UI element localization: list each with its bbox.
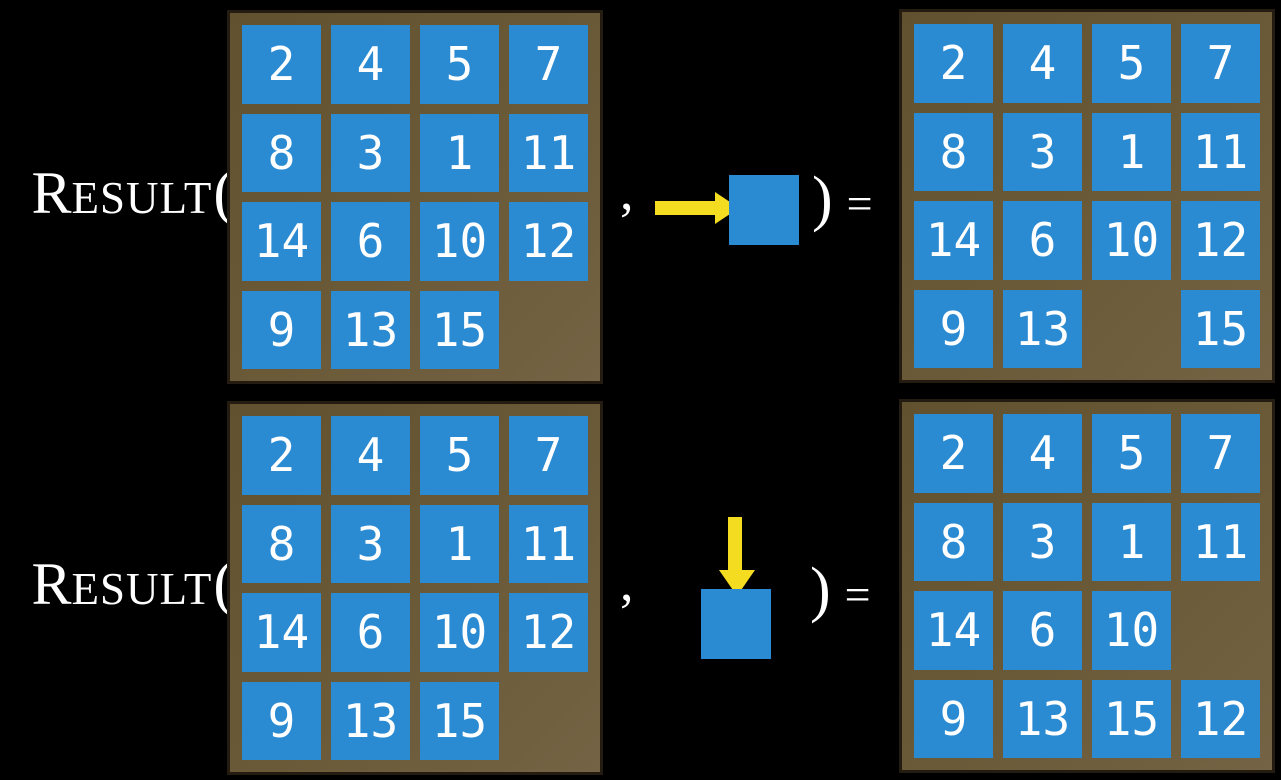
puzzle-tile: 11 [509, 113, 588, 192]
puzzle-tile: 1 [1092, 112, 1171, 191]
puzzle-tile: 13 [1003, 289, 1082, 368]
close-paren-equals: )= [810, 559, 871, 621]
puzzle-tile: 6 [1003, 201, 1082, 280]
puzzle-tile: 4 [1003, 24, 1082, 103]
result-function-label: RESULT( [18, 553, 234, 615]
puzzle-tile: 14 [242, 202, 321, 281]
puzzle-tile: 2 [914, 414, 993, 493]
result-function-label: RESULT( [18, 162, 234, 224]
action-tile-square [729, 175, 799, 245]
blank-cell [509, 682, 588, 761]
puzzle-tile: 9 [242, 681, 321, 760]
puzzle-tile: 6 [331, 593, 410, 672]
puzzle-tile: 4 [331, 25, 410, 104]
puzzle-tile: 11 [1181, 502, 1260, 581]
puzzle-tile: 13 [331, 681, 410, 760]
function-name-initial: R [31, 160, 72, 226]
puzzle-tile: 15 [420, 290, 499, 369]
function-name-rest: ESULT [71, 173, 213, 223]
comma-separator: , [620, 161, 634, 221]
puzzle-tile: 5 [1092, 24, 1171, 103]
puzzle-tile: 8 [914, 112, 993, 191]
puzzle-tile: 4 [331, 416, 410, 495]
puzzle-tile: 2 [242, 25, 321, 104]
puzzle-tile: 5 [420, 25, 499, 104]
puzzle-tile: 12 [509, 202, 588, 281]
puzzle-tile: 3 [331, 113, 410, 192]
puzzle-tile: 6 [1003, 591, 1082, 670]
equals-sign: = [844, 569, 871, 620]
puzzle-tile: 10 [1092, 201, 1171, 280]
puzzle-tile: 12 [1181, 679, 1260, 758]
puzzle-tile: 3 [1003, 502, 1082, 581]
puzzle-tile: 11 [509, 504, 588, 583]
equals-sign: = [846, 178, 873, 229]
puzzle-tile: 10 [1092, 591, 1171, 670]
action-tile-square [701, 589, 771, 659]
puzzle-tile: 8 [914, 502, 993, 581]
puzzle-tile: 10 [420, 202, 499, 281]
puzzle-tile: 7 [509, 25, 588, 104]
puzzle-tile: 12 [1181, 201, 1260, 280]
puzzle-tile: 6 [331, 202, 410, 281]
puzzle-tile: 8 [242, 504, 321, 583]
puzzle-tile: 13 [1003, 679, 1082, 758]
puzzle-tile: 14 [914, 591, 993, 670]
puzzle-tile: 3 [331, 504, 410, 583]
puzzle-tile: 9 [242, 290, 321, 369]
puzzle-tile: 1 [420, 113, 499, 192]
puzzle-tile: 7 [1181, 414, 1260, 493]
puzzle-tile: 3 [1003, 112, 1082, 191]
puzzle-tile: 1 [1092, 502, 1171, 581]
puzzle-tile: 5 [420, 416, 499, 495]
puzzle-tile: 15 [1181, 289, 1260, 368]
blank-cell [1092, 290, 1171, 369]
puzzle-tile: 14 [914, 201, 993, 280]
puzzle-tile: 1 [420, 504, 499, 583]
puzzle-tile: 12 [509, 593, 588, 672]
puzzle-tile: 13 [331, 290, 410, 369]
arrow-down-icon [719, 517, 755, 596]
puzzle-tile: 11 [1181, 112, 1260, 191]
puzzle-tile: 9 [914, 289, 993, 368]
function-name-initial: R [31, 551, 72, 617]
puzzle-tile: 9 [914, 679, 993, 758]
close-paren-equals: )= [812, 168, 873, 230]
puzzle-tile: 7 [1181, 24, 1260, 103]
puzzle-tile: 14 [242, 593, 321, 672]
puzzle-tile: 2 [242, 416, 321, 495]
function-name-rest: ESULT [71, 564, 213, 614]
puzzle-tile: 8 [242, 113, 321, 192]
blank-cell [509, 291, 588, 370]
puzzle-tile: 5 [1092, 414, 1171, 493]
puzzle-tile: 7 [509, 416, 588, 495]
puzzle-tile: 10 [420, 593, 499, 672]
comma-separator: , [620, 552, 634, 612]
arrow-right-icon [655, 192, 739, 224]
puzzle-tile: 15 [1092, 679, 1171, 758]
blank-cell [1181, 591, 1260, 670]
puzzle-tile: 15 [420, 681, 499, 760]
puzzle-tile: 4 [1003, 414, 1082, 493]
close-paren: ) [812, 165, 833, 233]
puzzle-tile: 2 [914, 24, 993, 103]
close-paren: ) [810, 556, 831, 624]
